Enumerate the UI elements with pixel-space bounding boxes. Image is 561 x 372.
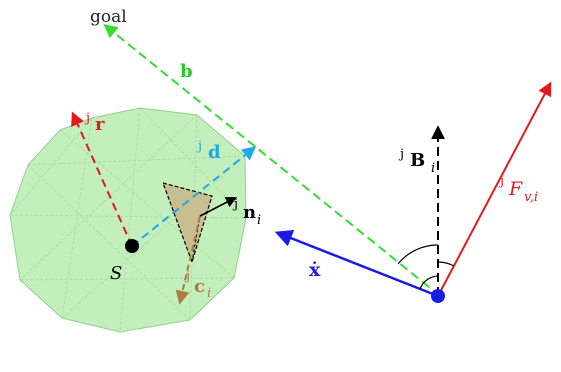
- vector-xdot-line: [274, 229, 439, 298]
- label-B-prefix: j: [398, 147, 404, 162]
- label-n-subscript: i: [257, 213, 261, 228]
- label-B-subscript: i: [431, 161, 435, 176]
- angle-arc-inner-left: [419, 275, 439, 290]
- angle-arc-outer: [397, 244, 439, 265]
- label-n: n: [243, 202, 256, 223]
- label-d-prefix: j: [196, 139, 202, 154]
- robot-point: [431, 289, 445, 303]
- label-n-prefix: j: [232, 197, 238, 212]
- label-F-subscript: v,i: [524, 190, 538, 205]
- goal-point: [107, 26, 113, 32]
- label-c-prefix: j: [184, 269, 190, 284]
- label-c-subscript: i: [207, 286, 211, 301]
- label-xdot: ẋ: [309, 259, 321, 281]
- vector-c-line: [175, 215, 201, 305]
- vector-n-line: [199, 196, 237, 217]
- label-F: F: [508, 178, 523, 200]
- triangle-edge-inner: [191, 215, 201, 263]
- label-F-prefix: j: [498, 174, 504, 189]
- vector-F-line: [437, 81, 552, 297]
- label-b: b: [180, 61, 193, 82]
- triangle-face: [162, 182, 213, 264]
- label-r: r: [95, 114, 105, 135]
- label-r-prefix: j: [84, 111, 90, 126]
- angle-arcs: [397, 244, 455, 290]
- label-d: d: [208, 142, 221, 163]
- label-B: B: [410, 150, 425, 171]
- center-point-s: [125, 239, 139, 253]
- label-goal: goal: [90, 7, 127, 27]
- vector-d-line: [131, 146, 257, 247]
- vector-r-line: [71, 111, 133, 247]
- vector-b-line: [103, 23, 441, 297]
- label-S: S: [110, 263, 122, 284]
- label-c: c: [194, 276, 205, 297]
- angle-arc-inner-right: [437, 261, 455, 267]
